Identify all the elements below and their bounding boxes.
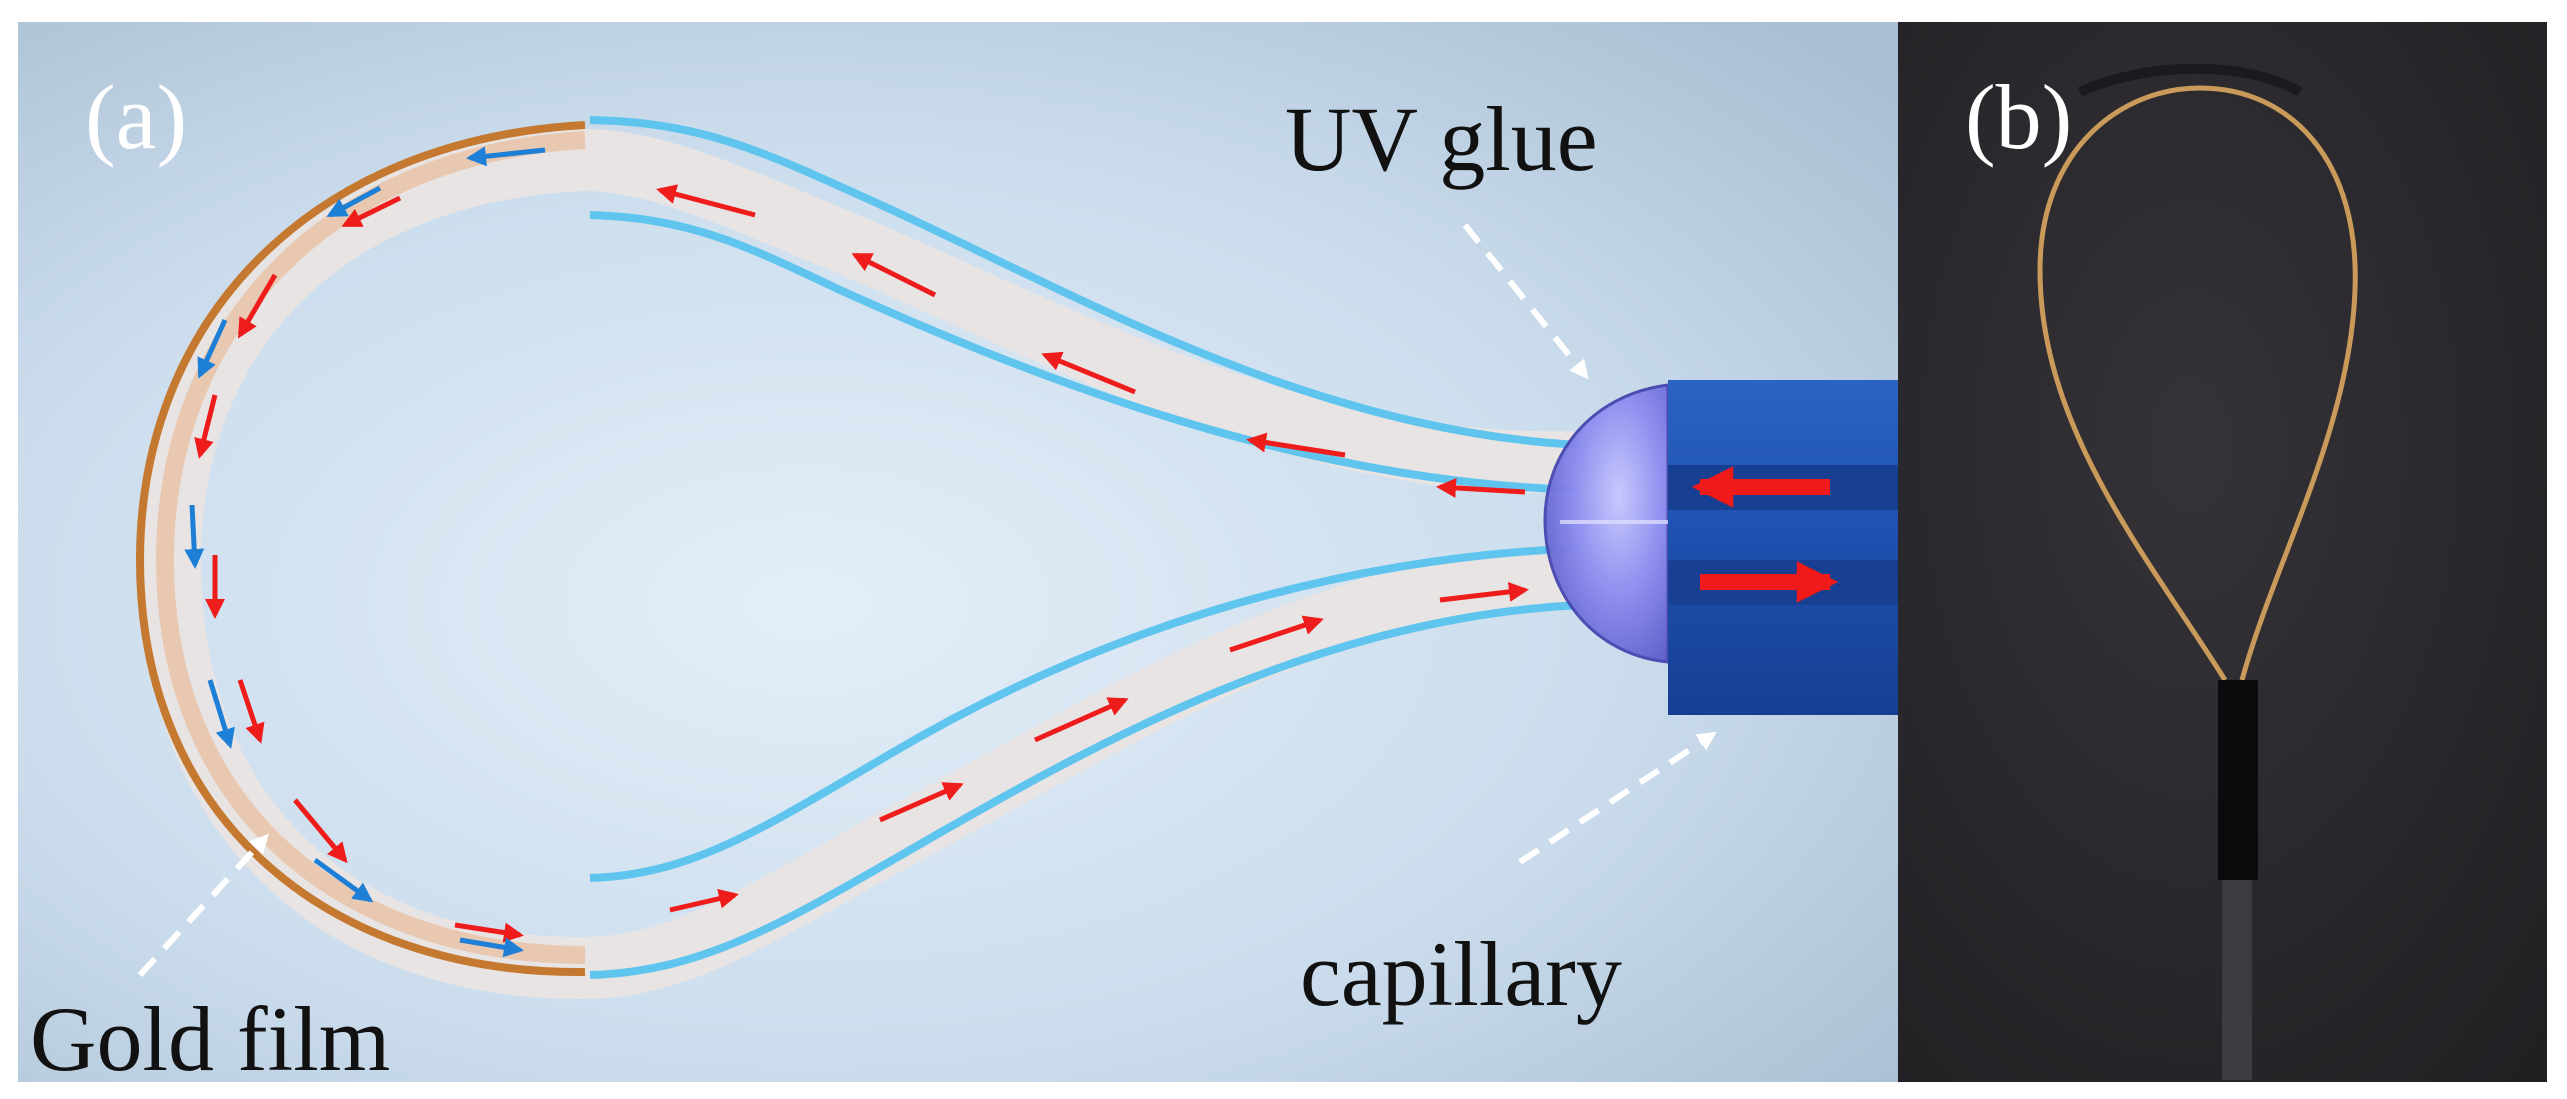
photo-shadow-arc (2077, 63, 2303, 97)
fiber-cladding-top-outer (589, 116, 1581, 449)
capillary-pointer (1518, 731, 1717, 865)
fiber-cladding-bottom-outer (589, 601, 1581, 979)
capillary (1668, 380, 1900, 715)
photo-capillary (2218, 680, 2258, 880)
gold-film-coating (155, 131, 586, 964)
light-path-blue-arrows (184, 146, 546, 958)
gold-film-pointer (137, 833, 269, 978)
fiber-core (138, 128, 1576, 1000)
fiber-cladding-top-inner (589, 211, 1581, 494)
panel-a: (a) UV glue capillary Gold film (18, 22, 1900, 1090)
panel-b-label: (b) (1965, 66, 2072, 168)
uv-glue-pointer (1462, 223, 1589, 380)
panel-b: (b) (1898, 22, 2547, 1082)
photo-fiber-tail (2222, 880, 2252, 1080)
photo-fiber-loop (2037, 85, 2358, 682)
fiber-cladding-bottom-inner (589, 544, 1581, 882)
panel-a-label: (a) (85, 66, 187, 168)
gold-film (135, 121, 586, 977)
capillary-label: capillary (1300, 923, 1622, 1025)
uv-glue-label: UV glue (1285, 88, 1598, 190)
gold-film-label: Gold film (30, 988, 390, 1090)
light-path-red-arrows (194, 184, 1529, 943)
